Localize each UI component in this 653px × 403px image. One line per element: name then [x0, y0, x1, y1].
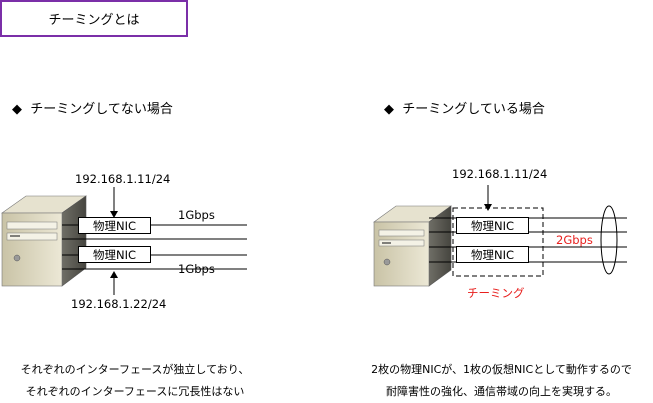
left-heading-text: チーミングしてない場合 — [30, 102, 173, 117]
speed-label-1: 1Gbps — [178, 208, 215, 222]
server-left-icon — [1, 195, 87, 287]
physical-nic-2: 物理NIC — [78, 246, 151, 263]
diamond-bullet-icon: ◆ — [384, 102, 394, 117]
teaming-label: チーミング — [467, 286, 525, 300]
ip-arrow-down-icon — [484, 185, 492, 211]
ip-label-top: 192.168.1.11/24 — [452, 167, 548, 181]
right-heading: ◆ チーミングしている場合 — [384, 98, 545, 117]
team-speed-label: 2Gbps — [556, 233, 593, 247]
physical-nic-2: 物理NIC — [456, 246, 529, 263]
ip-label-top: 192.168.1.11/24 — [75, 172, 171, 186]
ip-label-bottom: 192.168.1.22/24 — [71, 297, 167, 311]
title-text: チーミングとは — [48, 13, 140, 28]
speed-label-2: 1Gbps — [178, 262, 215, 276]
team-dashed-box — [452, 207, 544, 277]
left-caption-line1: それぞれのインターフェースが独立しており、 — [20, 363, 250, 376]
left-heading: ◆ チーミングしてない場合 — [12, 98, 173, 117]
right-caption-line1: 2枚の物理NICが、1枚の仮想NICとして動作するので — [371, 363, 632, 376]
physical-nic-1: 物理NIC — [78, 217, 151, 234]
bundle-ellipse-icon — [600, 205, 618, 275]
server-right-icon — [373, 205, 452, 287]
right-caption-line2: 耐障害性の強化、通信帯域の向上を実現する。 — [386, 385, 617, 398]
ip-arrow-up-icon — [110, 271, 118, 295]
diamond-bullet-icon: ◆ — [12, 102, 22, 117]
left-caption-line2: それぞれのインターフェースに冗長性はない — [25, 385, 245, 398]
physical-nic-1: 物理NIC — [456, 217, 529, 234]
ip-arrow-down-icon — [110, 187, 118, 218]
right-heading-text: チーミングしている場合 — [402, 102, 545, 117]
title-box: チーミングとは — [0, 0, 188, 37]
